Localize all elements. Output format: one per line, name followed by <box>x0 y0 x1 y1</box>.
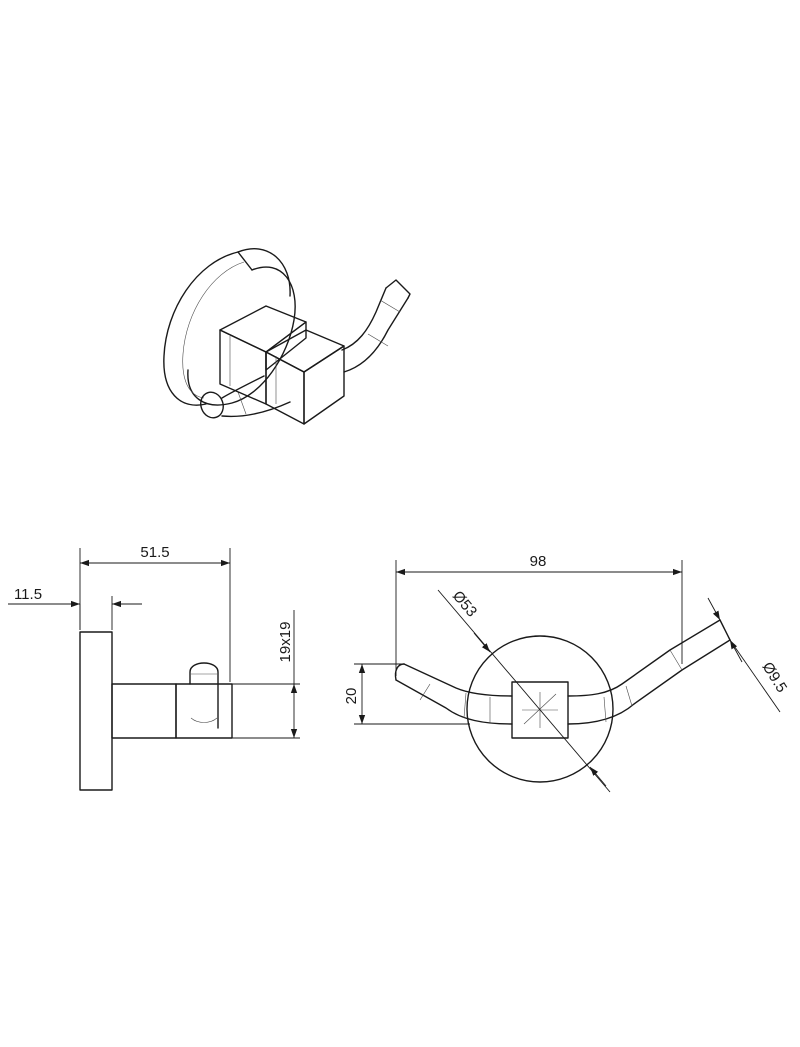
front-right-hook <box>567 619 721 697</box>
dim-d9-5-label: Ø9.5 <box>759 659 791 696</box>
iso-rosette-face <box>187 266 296 406</box>
front-view: 98 Ø53 Ø9.5 20 <box>343 553 791 793</box>
side-hook-post <box>189 662 219 729</box>
front-left-hook <box>403 663 513 697</box>
iso-block-rear <box>219 305 307 353</box>
dim-11-5-label: 11.5 <box>14 586 42 603</box>
iso-left-hook-tip <box>200 391 224 419</box>
dim-98-label: 98 <box>530 553 547 570</box>
iso-left-hook <box>221 375 265 399</box>
front-center-block <box>511 681 569 739</box>
dim-51-5-label: 51.5 <box>140 544 169 561</box>
dim-d53-line <box>437 589 611 793</box>
dim-20-label: 20 <box>343 688 360 705</box>
iso-rosette-edge <box>163 251 239 406</box>
side-view: 51.5 11.5 19x19 <box>8 544 300 791</box>
front-rosette <box>466 635 614 783</box>
side-block <box>111 683 177 739</box>
isometric-view <box>163 248 411 425</box>
dim-d53-label: Ø53 <box>449 588 480 621</box>
side-base-plate <box>79 631 113 791</box>
iso-right-hook <box>341 287 387 351</box>
dim-19x19-label: 19x19 <box>277 622 294 663</box>
side-front-block <box>175 683 233 739</box>
iso-rosette-back <box>237 248 291 297</box>
iso-block-front <box>265 329 345 373</box>
